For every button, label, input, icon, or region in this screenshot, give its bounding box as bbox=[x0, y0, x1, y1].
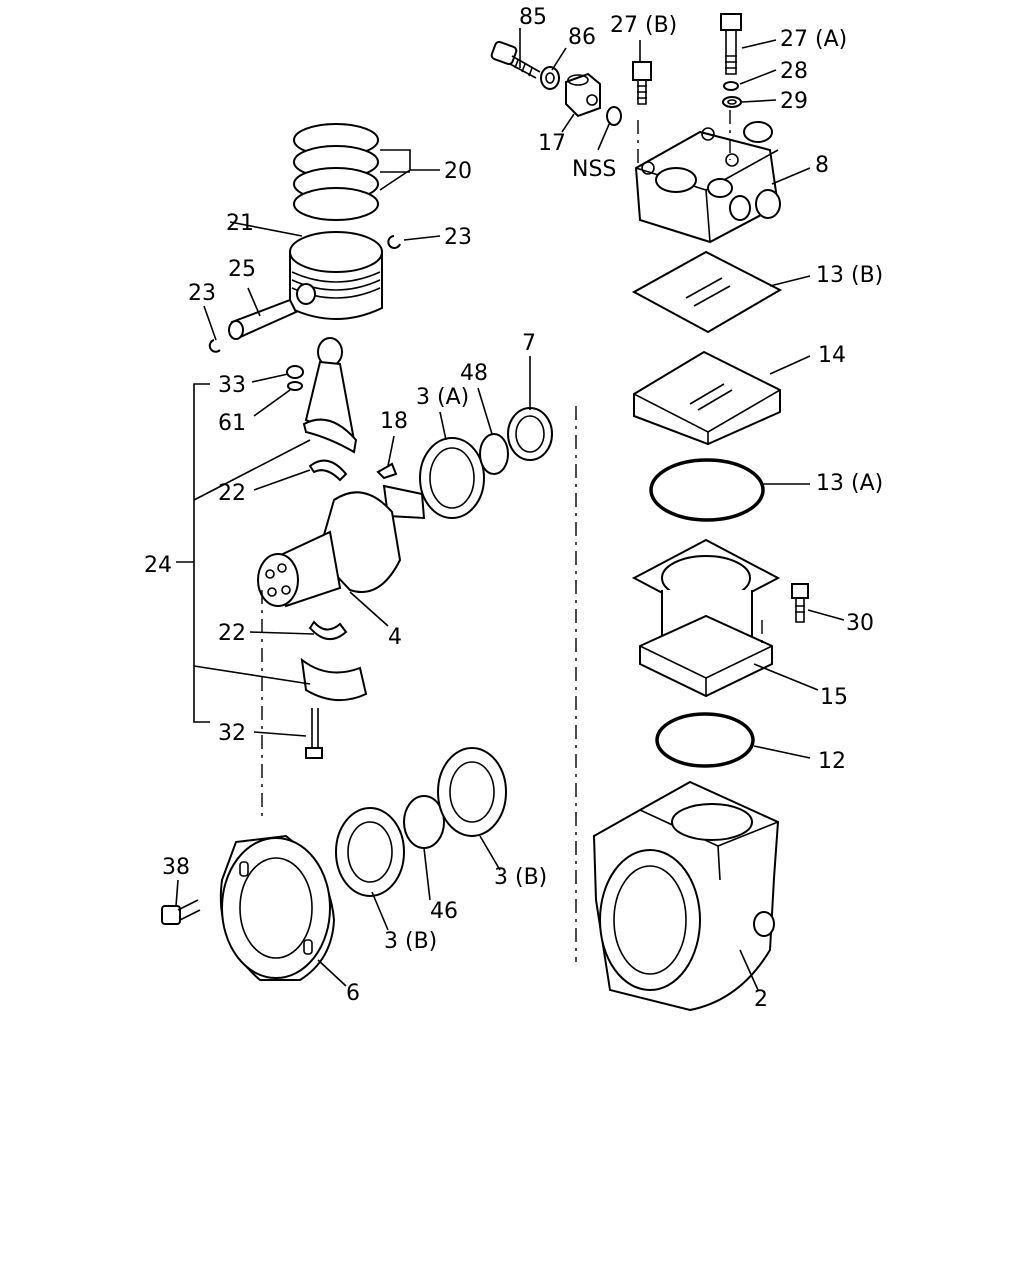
gasket-13b bbox=[631, 250, 783, 334]
flange-15 bbox=[639, 614, 773, 698]
label-2: 2 bbox=[754, 987, 768, 1012]
nut-33 bbox=[286, 365, 304, 379]
bolt-85 bbox=[490, 40, 541, 79]
piston-21 bbox=[289, 231, 383, 320]
rod-cap bbox=[300, 657, 368, 702]
fitting-17 bbox=[565, 72, 601, 118]
label-24: 24 bbox=[144, 553, 172, 578]
group-bracket-24 bbox=[176, 383, 311, 723]
label-86: 86 bbox=[568, 25, 596, 50]
label-3a: 3 (A) bbox=[416, 385, 469, 410]
bearing-3b-rear bbox=[437, 747, 507, 837]
spacer-48 bbox=[479, 433, 509, 475]
label-46: 46 bbox=[430, 899, 458, 924]
label-32: 32 bbox=[218, 721, 246, 746]
label-14: 14 bbox=[818, 343, 846, 368]
o-ring-12 bbox=[655, 712, 755, 768]
label-15: 15 bbox=[820, 685, 848, 710]
label-12: 12 bbox=[818, 749, 846, 774]
bearing-housing-6 bbox=[219, 834, 336, 981]
bolt-27a bbox=[720, 13, 742, 75]
bolt-32 bbox=[305, 708, 323, 759]
cylinder-head-8 bbox=[634, 121, 781, 244]
bearing-shell-22-upper bbox=[308, 459, 348, 482]
label-30: 30 bbox=[846, 611, 874, 636]
bearing-3a bbox=[419, 437, 485, 519]
bolt-27b bbox=[632, 61, 652, 105]
label-48: 48 bbox=[460, 361, 488, 386]
label-61: 61 bbox=[218, 411, 246, 436]
valve-plate-14 bbox=[633, 350, 781, 446]
bearing-shell-22-lower bbox=[308, 620, 348, 640]
label-3b-front: 3 (B) bbox=[384, 929, 437, 954]
bolt-38 bbox=[161, 899, 201, 925]
label-27a: 27 (A) bbox=[780, 27, 847, 52]
piston-rings-20 bbox=[293, 123, 379, 221]
label-23-right: 23 bbox=[444, 225, 472, 250]
label-38: 38 bbox=[162, 855, 190, 880]
o-ring-13a bbox=[649, 458, 765, 522]
label-17: 17 bbox=[538, 131, 566, 156]
bearing-3b-front bbox=[335, 807, 405, 897]
snap-ring-23-right bbox=[387, 235, 401, 249]
label-18: 18 bbox=[380, 409, 408, 434]
label-33: 33 bbox=[218, 373, 246, 398]
label-8: 8 bbox=[815, 153, 829, 178]
connecting-rod bbox=[302, 337, 358, 454]
snap-ring-23-left bbox=[208, 339, 221, 353]
label-28: 28 bbox=[780, 59, 808, 84]
label-29: 29 bbox=[780, 89, 808, 114]
label-27b: 27 (B) bbox=[610, 13, 677, 38]
piston-pin-25 bbox=[228, 298, 298, 340]
bolt-30 bbox=[791, 583, 809, 623]
washer-61 bbox=[287, 381, 303, 391]
label-nss: NSS bbox=[572, 157, 616, 182]
crankshaft-4 bbox=[257, 484, 426, 608]
label-25: 25 bbox=[228, 257, 256, 282]
label-3b-rear: 3 (B) bbox=[494, 865, 547, 890]
oil-seal-7 bbox=[507, 407, 553, 461]
lead-lines bbox=[175, 28, 845, 991]
label-85: 85 bbox=[519, 5, 547, 30]
label-21: 21 bbox=[226, 211, 254, 236]
label-4: 4 bbox=[388, 625, 402, 650]
label-22-lower: 22 bbox=[218, 621, 246, 646]
label-13a: 13 (A) bbox=[816, 471, 883, 496]
label-6: 6 bbox=[346, 981, 360, 1006]
label-23-left: 23 bbox=[188, 281, 216, 306]
washer-29 bbox=[722, 96, 742, 108]
label-20: 20 bbox=[444, 159, 472, 184]
washer-86 bbox=[540, 66, 560, 90]
spacer-46 bbox=[403, 795, 445, 849]
crankcase-2 bbox=[592, 780, 780, 1012]
label-22-upper: 22 bbox=[218, 481, 246, 506]
washer-28 bbox=[723, 81, 739, 91]
label-13b: 13 (B) bbox=[816, 263, 883, 288]
label-7: 7 bbox=[522, 331, 536, 356]
washer-nss bbox=[606, 106, 622, 126]
key-18 bbox=[376, 462, 398, 480]
